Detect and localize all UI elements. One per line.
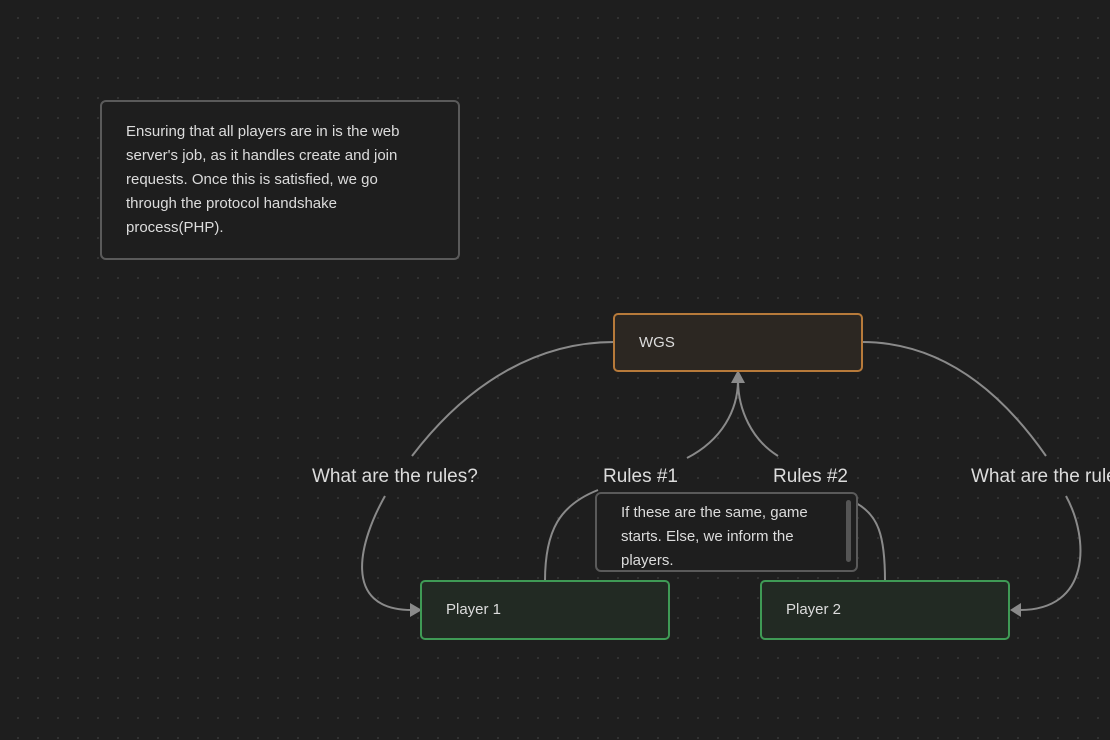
- edge-label-left-question[interactable]: What are the rules?: [312, 466, 478, 487]
- node-wgs[interactable]: WGS: [613, 313, 863, 372]
- arrowhead-player2: [1010, 603, 1021, 617]
- edge-wgs-to-player2-lower[interactable]: [1019, 495, 1082, 611]
- edge-label-right-question[interactable]: What are the rules?: [971, 466, 1110, 487]
- edge-player1-to-wgs-lower[interactable]: [544, 489, 599, 582]
- edge-wgs-to-player1-upper[interactable]: [411, 341, 615, 457]
- note-middle-scrollbar[interactable]: [846, 500, 851, 562]
- node-wgs-label: WGS: [639, 333, 675, 351]
- node-player-2-label: Player 2: [786, 601, 842, 618]
- node-player-2[interactable]: Player 2: [760, 580, 1010, 640]
- edge-wgs-to-player1-lower[interactable]: [361, 495, 413, 611]
- edge-player2-to-wgs-upper[interactable]: [737, 379, 779, 457]
- note-top[interactable]: Ensuring that all players are in is the …: [100, 100, 460, 260]
- node-player-1[interactable]: Player 1: [420, 580, 670, 640]
- edge-label-rules2[interactable]: Rules #2: [773, 466, 848, 487]
- edge-label-rules1[interactable]: Rules #1: [603, 466, 678, 487]
- arrowhead-wgs: [731, 370, 745, 383]
- edge-wgs-to-player2-upper[interactable]: [861, 341, 1047, 457]
- note-top-text: Ensuring that all players are in is the …: [126, 123, 400, 236]
- note-middle-text: If these are the same, game starts. Else…: [621, 504, 808, 569]
- note-middle[interactable]: If these are the same, game starts. Else…: [595, 492, 858, 572]
- edge-player1-to-wgs-upper[interactable]: [686, 379, 739, 459]
- edge-player2-to-wgs-lower[interactable]: [855, 502, 886, 582]
- node-player-1-label: Player 1: [446, 601, 502, 618]
- arrowhead-player1: [410, 603, 422, 617]
